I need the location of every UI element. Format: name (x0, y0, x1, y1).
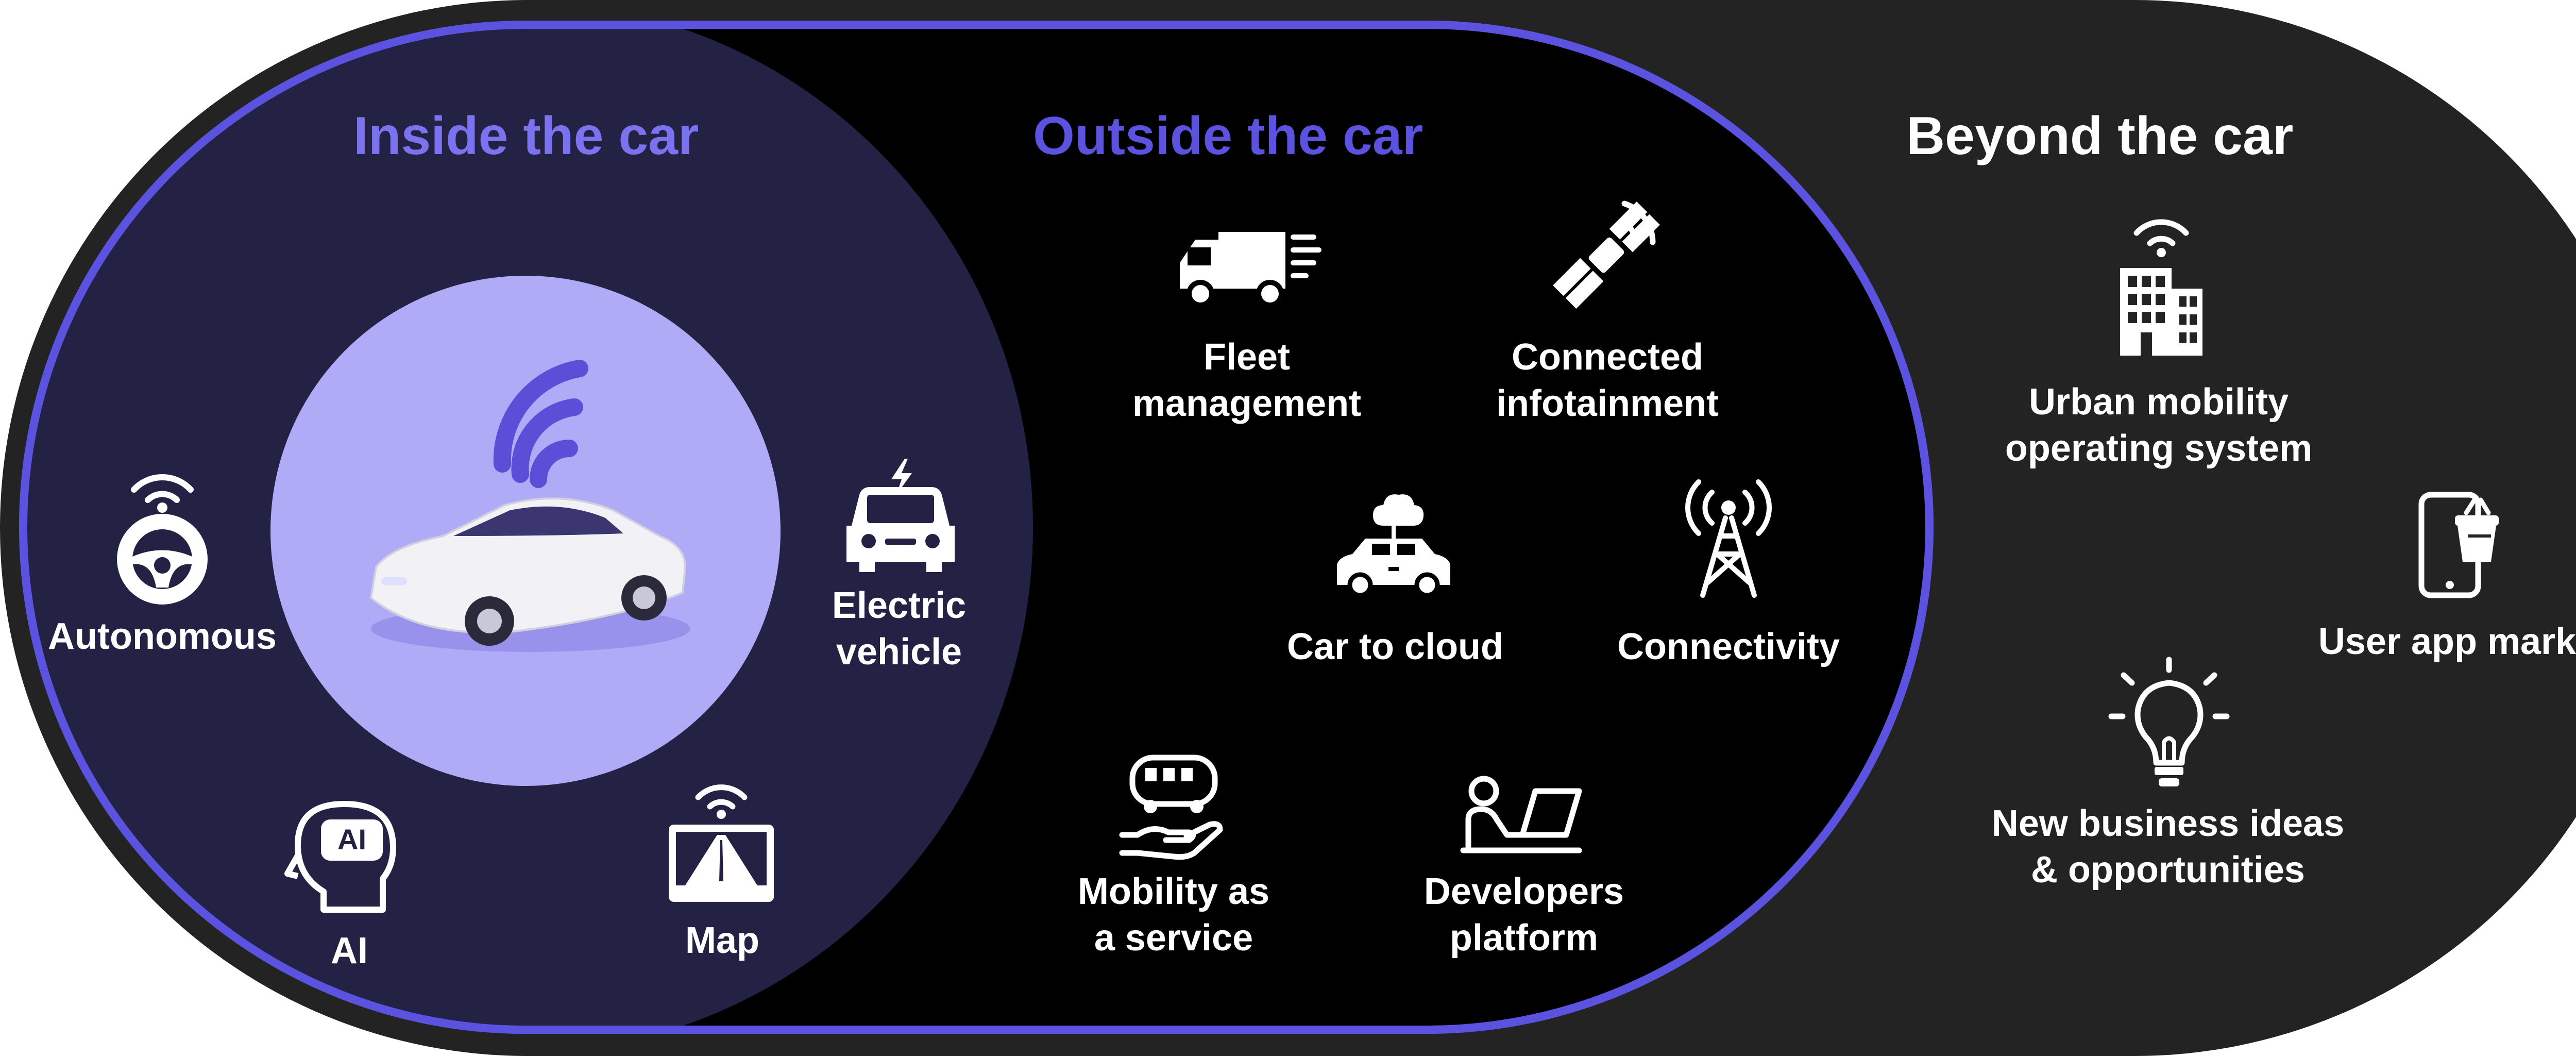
ai-head-icon: AI (284, 801, 396, 913)
delivery-truck-icon (1180, 232, 1321, 308)
item-label-ai: AI (331, 930, 368, 971)
item-label-line: Electric (832, 585, 967, 626)
item-label-line: Fleet (1203, 337, 1291, 378)
inside-heading: Inside the car (353, 106, 699, 166)
item-label-electric-vehicle: Electric vehicle (832, 582, 966, 675)
item-label-connectivity: Connectivity (1617, 626, 1840, 667)
steering-wheel-wifi-icon (117, 474, 208, 605)
item-label-line: infotainment (1496, 383, 1719, 424)
item-label-line: & opportunities (2031, 849, 2305, 891)
electric-car-icon (846, 459, 955, 572)
item-label-line: Mobility as (1077, 871, 1270, 912)
item-label-car-to-cloud: Car to cloud (1286, 626, 1504, 667)
connected-car-illustration (369, 360, 690, 652)
antenna-tower-icon (1685, 479, 1772, 598)
item-label-line: Urban mobility (2028, 381, 2289, 423)
svg-text:AI: AI (337, 823, 366, 856)
satellite-icon (1553, 200, 1660, 309)
car-cloud-icon (1337, 494, 1450, 598)
lightbulb-icon (2108, 657, 2230, 786)
item-label-line: Developers (1423, 871, 1624, 912)
bus-hand-icon (1119, 755, 1223, 860)
item-label-user-app-market: User app market (2318, 621, 2576, 662)
item-label-connected-infotainment: Connected infotainment (1496, 334, 1719, 427)
item-label-urban-mobility: Urban mobility operating system (2005, 379, 2312, 472)
developer-laptop-icon (1460, 776, 1582, 853)
beyond-heading: Beyond the car (1906, 106, 2294, 166)
item-label-line: Connected (1511, 337, 1704, 378)
item-label-line: a service (1094, 917, 1253, 959)
item-label-autonomous: Autonomous (48, 616, 277, 657)
item-label-map: Map (685, 920, 759, 961)
outside-heading: Outside the car (1033, 106, 1423, 166)
item-label-line: platform (1449, 917, 1598, 959)
item-label-new-business-ideas: New business ideas & opportunities (1992, 800, 2344, 893)
item-label-mobility-as-a-service: Mobility as a service (1078, 868, 1269, 961)
item-label-fleet-management: Fleet management (1132, 334, 1361, 427)
city-building-wifi-icon (2120, 219, 2202, 356)
item-label-line: vehicle (836, 631, 962, 673)
item-label-line: operating system (2005, 428, 2313, 469)
phone-basket-icon (2418, 492, 2499, 598)
item-label-developers-platform: Developers platform (1424, 868, 1624, 961)
item-label-line: New business ideas (1991, 803, 2345, 844)
item-label-line: management (1132, 383, 1362, 424)
map-road-icon (669, 784, 774, 902)
